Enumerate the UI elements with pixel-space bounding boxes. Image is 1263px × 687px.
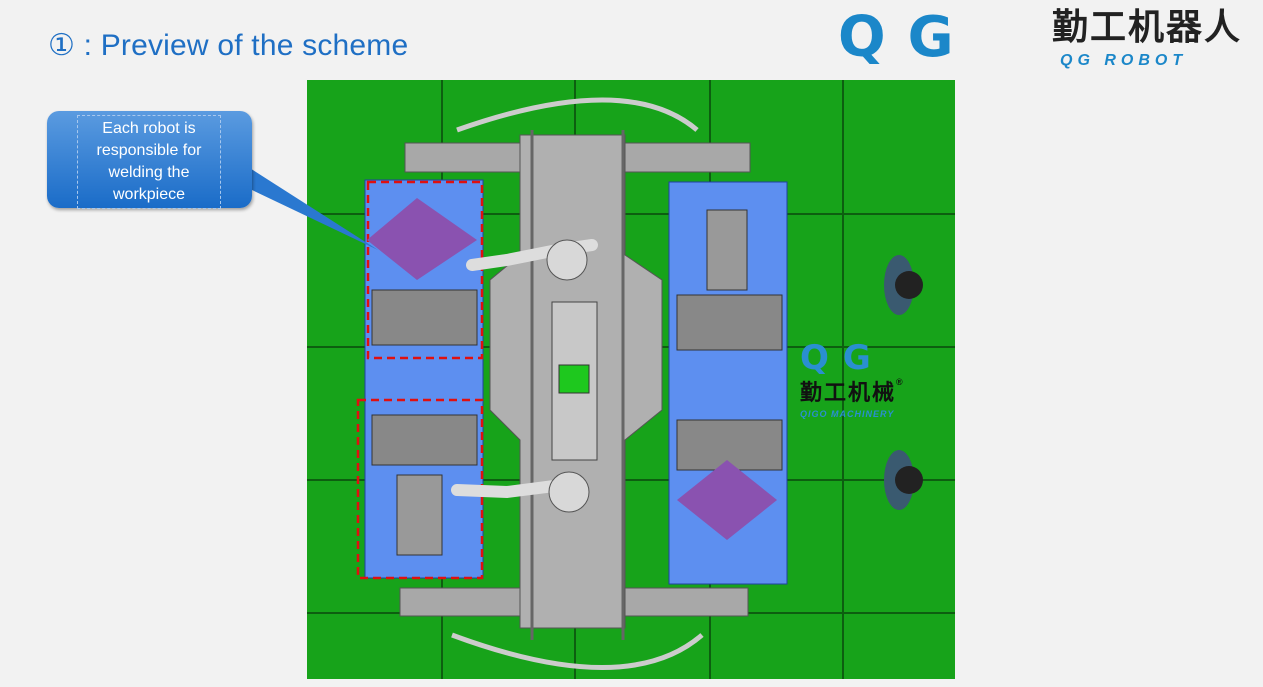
watermark-mark: QG xyxy=(800,338,885,378)
logo-english: QG ROBOT xyxy=(1060,52,1188,69)
workcell-layout-image xyxy=(307,80,955,679)
registered-mark: ® xyxy=(896,377,905,387)
qg-machinery-watermark: QG 勤工机械® QIGO MACHINERY xyxy=(800,338,950,420)
bottom-guard-rail xyxy=(451,632,704,670)
slide-title: ① : Preview of the scheme xyxy=(48,29,409,62)
callout-box: Each robot is responsible for welding th… xyxy=(47,111,252,209)
operator-icon xyxy=(884,255,923,315)
operator-icon xyxy=(884,450,923,510)
qg-robot-logo: QG 勤工机器人 QG ROBOT xyxy=(838,6,1258,72)
top-guard-rail xyxy=(456,97,699,133)
logo-chinese: 勤工机器人 xyxy=(1052,6,1243,47)
watermark-english: QIGO MACHINERY xyxy=(800,409,895,419)
watermark-chinese: 勤工机械 xyxy=(800,380,897,405)
robot-arm-bottom xyxy=(451,479,568,499)
callout-text: Each robot is responsible for welding th… xyxy=(77,115,221,209)
logo-mark: QG xyxy=(838,6,976,70)
